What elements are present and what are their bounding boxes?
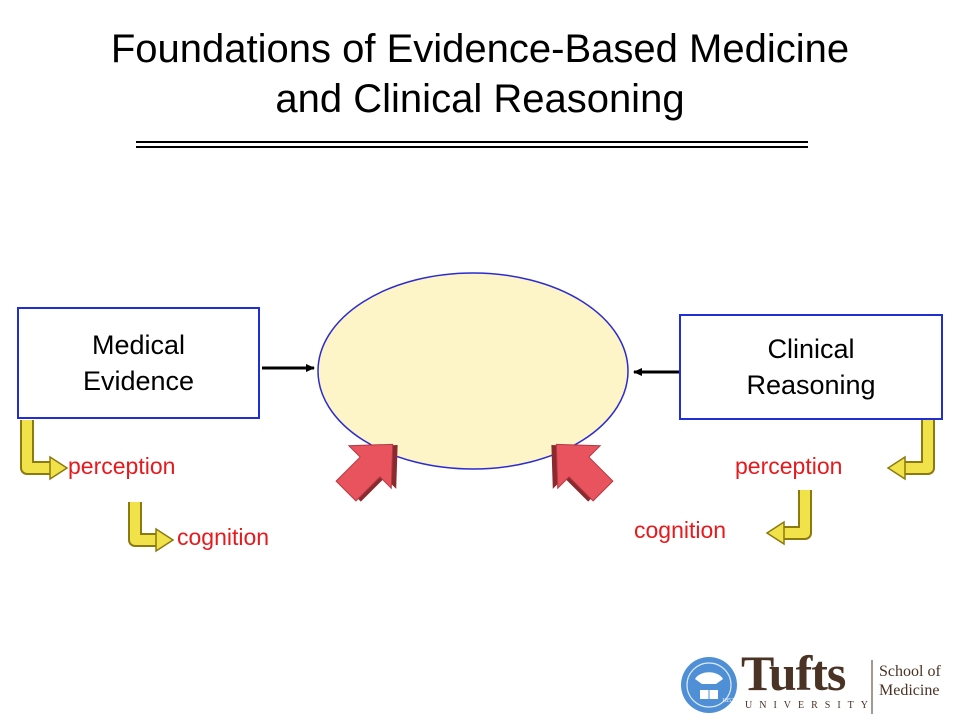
title-line-1: Foundations of Evidence-Based Medicine bbox=[110, 27, 850, 71]
school-name: School of Medicine bbox=[879, 662, 941, 700]
right-perception-bent-arrow bbox=[886, 420, 935, 481]
left-red-block-arrow bbox=[335, 443, 398, 502]
right-cognition-label: cognition bbox=[634, 517, 727, 543]
title-underline bbox=[136, 141, 808, 148]
medical-evidence-line-1: Medical bbox=[91, 330, 186, 360]
central-ellipse bbox=[317, 272, 629, 470]
tufts-seal: 1852 bbox=[681, 657, 737, 713]
clinical-reasoning-line-2: Reasoning bbox=[746, 370, 876, 400]
seal-year: 1852 bbox=[722, 698, 734, 704]
left-cognition-label: cognition bbox=[177, 524, 270, 550]
right-perception-label: perception bbox=[735, 453, 843, 479]
left-cognition-bent-arrow bbox=[128, 502, 175, 553]
medical-evidence-line-2: Evidence bbox=[82, 366, 195, 396]
clinical-reasoning-box: Clinical Reasoning bbox=[679, 314, 943, 420]
clinical-reasoning-line-1: Clinical bbox=[767, 334, 855, 364]
slide-title: Foundations of Evidence-Based Medicine a… bbox=[0, 24, 960, 124]
left-perception-label: perception bbox=[68, 453, 176, 479]
school-name-line-1: School of bbox=[879, 663, 941, 680]
right-red-block-arrow bbox=[551, 443, 614, 502]
tufts-wordmark: Tufts bbox=[741, 645, 846, 701]
tufts-university-text: UNIVERSITY bbox=[745, 700, 875, 711]
title-line-2: and Clinical Reasoning bbox=[275, 77, 685, 121]
school-name-line-2: Medicine bbox=[879, 682, 940, 699]
right-cognition-bent-arrow bbox=[765, 490, 812, 546]
left-perception-bent-arrow bbox=[20, 420, 69, 481]
medical-evidence-box: Medical Evidence bbox=[17, 307, 260, 419]
